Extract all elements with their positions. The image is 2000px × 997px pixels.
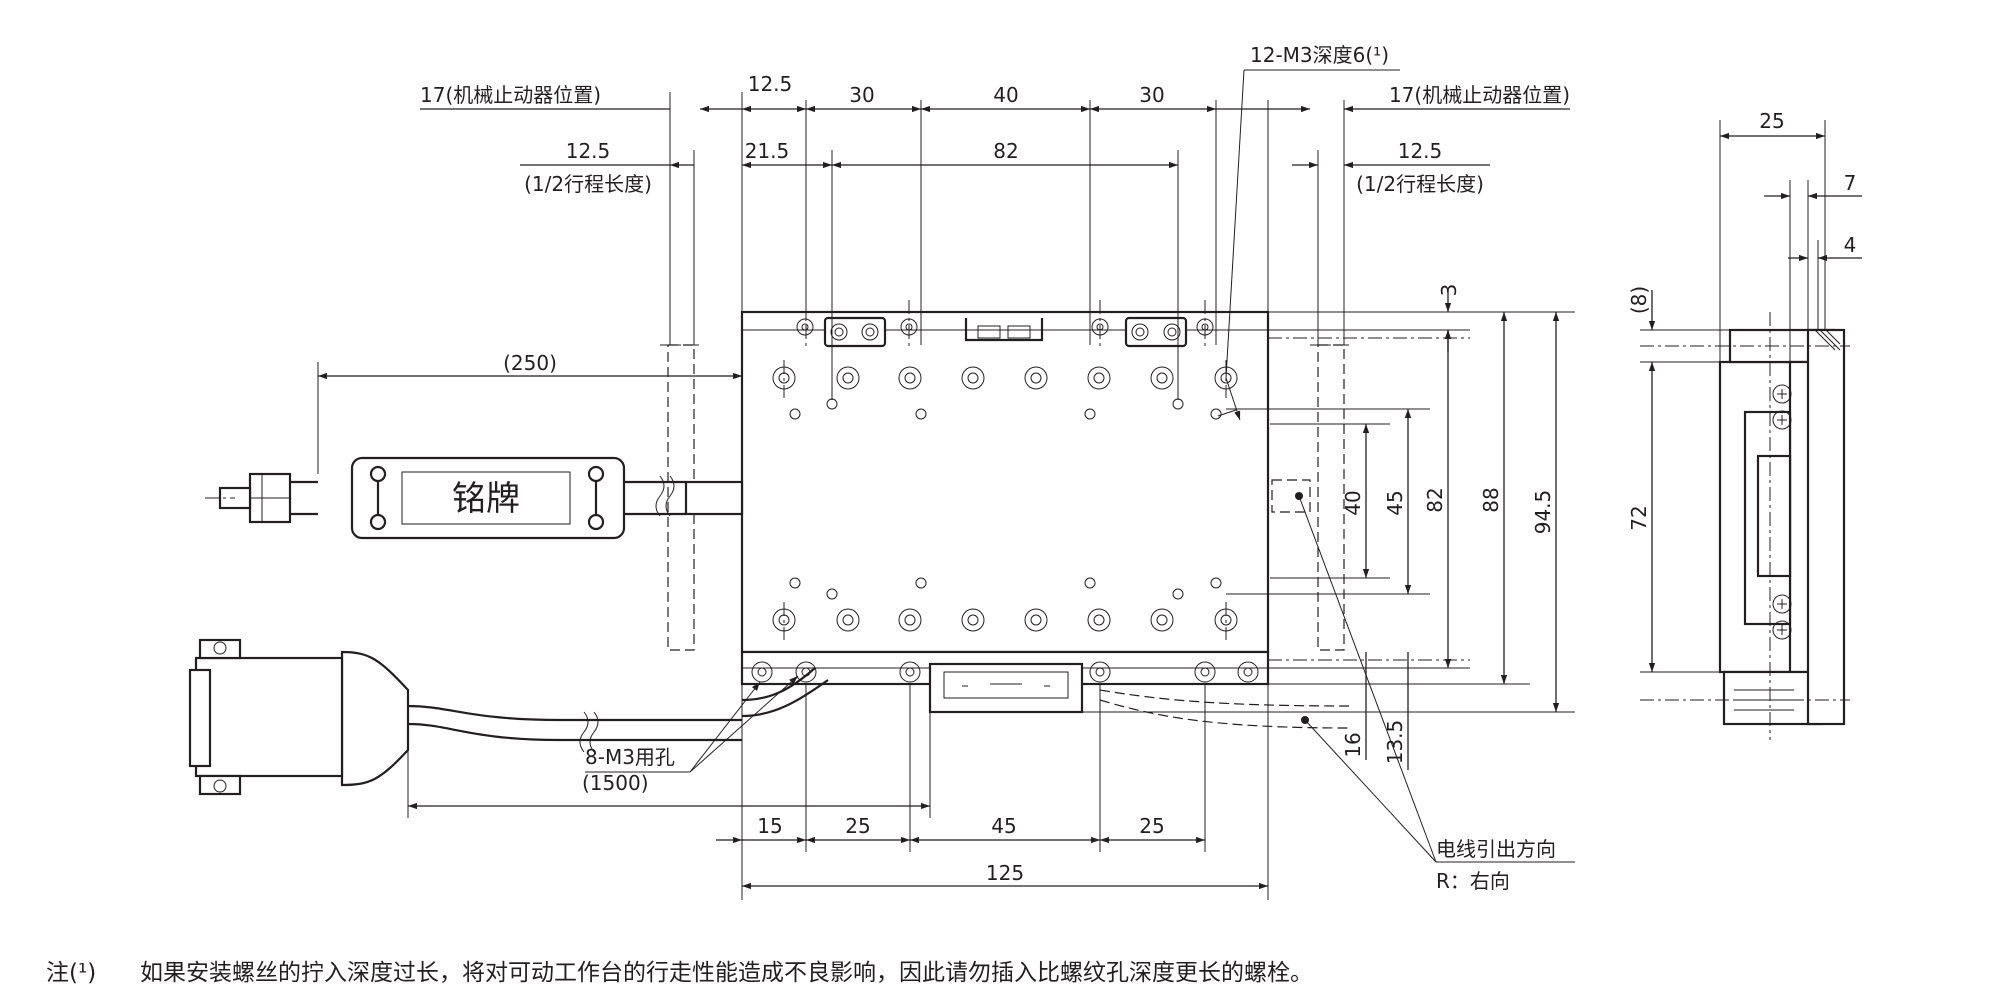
tap-hole-callout: 12-M3深度6(¹) — [1250, 43, 1389, 67]
dim-25-left: 25 — [845, 814, 870, 838]
dim-40-right: 40 — [1341, 490, 1365, 515]
connector-housing — [928, 662, 1084, 714]
dim-half-stroke-right-value: 12.5 — [1398, 139, 1443, 163]
dim-side-4: 4 — [1844, 233, 1857, 257]
dim-3: 3 — [1437, 284, 1461, 297]
dim-side-8: (8) — [1627, 286, 1651, 314]
right-dim-lines — [1082, 290, 1575, 863]
cable-dims: (250) (1500) 8-M3用孔 — [317, 351, 931, 818]
nameplate-label: 铭牌 — [350, 456, 626, 540]
footnote-text: 如果安装螺丝的拧入深度过长，将对可动工作台的行走性能造成不良影响，因此请勿插入比… — [140, 960, 1313, 986]
dim-125: 125 — [986, 861, 1024, 885]
dim-12-5-top: 12.5 — [748, 72, 793, 96]
dim-30-left: 30 — [849, 83, 874, 107]
dim-15: 15 — [757, 814, 782, 838]
side-view-dims: 25 7 4 (8) 72 — [1627, 109, 1862, 673]
dim-40: 40 — [993, 83, 1018, 107]
dim-half-stroke-left-note: (1/2行程长度) — [524, 172, 652, 196]
right-dim-texts: 3 40 45 82 88 94.5 16 13.5 电线引出方向 R：右向 — [1341, 284, 1556, 893]
mount-holes-callout: 8-M3用孔 — [585, 745, 675, 769]
dim-half-stroke-right-note: (1/2行程长度) — [1356, 172, 1484, 196]
side-view — [1640, 312, 1850, 740]
dim-94-5: 94.5 — [1531, 490, 1555, 535]
dim-21-5: 21.5 — [745, 139, 790, 163]
power-cable — [188, 638, 829, 796]
base-mount-holes — [751, 661, 1259, 683]
dim-30-right: 30 — [1139, 83, 1164, 107]
dim-side-25: 25 — [1759, 109, 1784, 133]
dim-82-top: 82 — [993, 139, 1018, 163]
tapped-holes-bottom-row — [772, 577, 1238, 632]
dim-13-5: 13.5 — [1383, 720, 1407, 765]
dim-16: 16 — [1341, 732, 1365, 757]
dim-45-right: 45 — [1383, 490, 1407, 515]
dim-stopper-left: 17(机械止动器位置) — [420, 83, 601, 107]
footnote-marker: 注(¹) — [46, 960, 96, 986]
wire-direction-value: R：右向 — [1436, 869, 1510, 893]
encoder-cable — [205, 472, 744, 524]
top-dim-lines — [420, 69, 1570, 421]
top-dim-texts: 17(机械止动器位置) 12.5 30 40 30 17(机械止动器位置) 12… — [420, 43, 1570, 196]
dim-cable-1500: (1500) — [582, 771, 649, 795]
dim-side-72: 72 — [1627, 505, 1651, 530]
wire-direction-label: 电线引出方向 — [1436, 837, 1556, 861]
dim-25-right: 25 — [1139, 814, 1164, 838]
stage-body — [740, 310, 1270, 686]
bottom-dim-texts: 15 25 45 25 125 — [757, 814, 1164, 885]
dim-cable-250: (250) — [503, 351, 557, 375]
nameplate-text: 铭牌 — [452, 479, 520, 519]
footnote: 注(¹) 如果安装螺丝的拧入深度过长，将对可动工作台的行走性能造成不良影响，因此… — [46, 960, 1313, 986]
dim-88: 88 — [1479, 487, 1503, 512]
dim-82-right: 82 — [1423, 487, 1447, 512]
dim-stopper-right: 17(机械止动器位置) — [1389, 83, 1570, 107]
dim-side-7: 7 — [1844, 171, 1857, 195]
dim-45-bottom: 45 — [991, 814, 1016, 838]
dim-half-stroke-left-value: 12.5 — [566, 139, 611, 163]
